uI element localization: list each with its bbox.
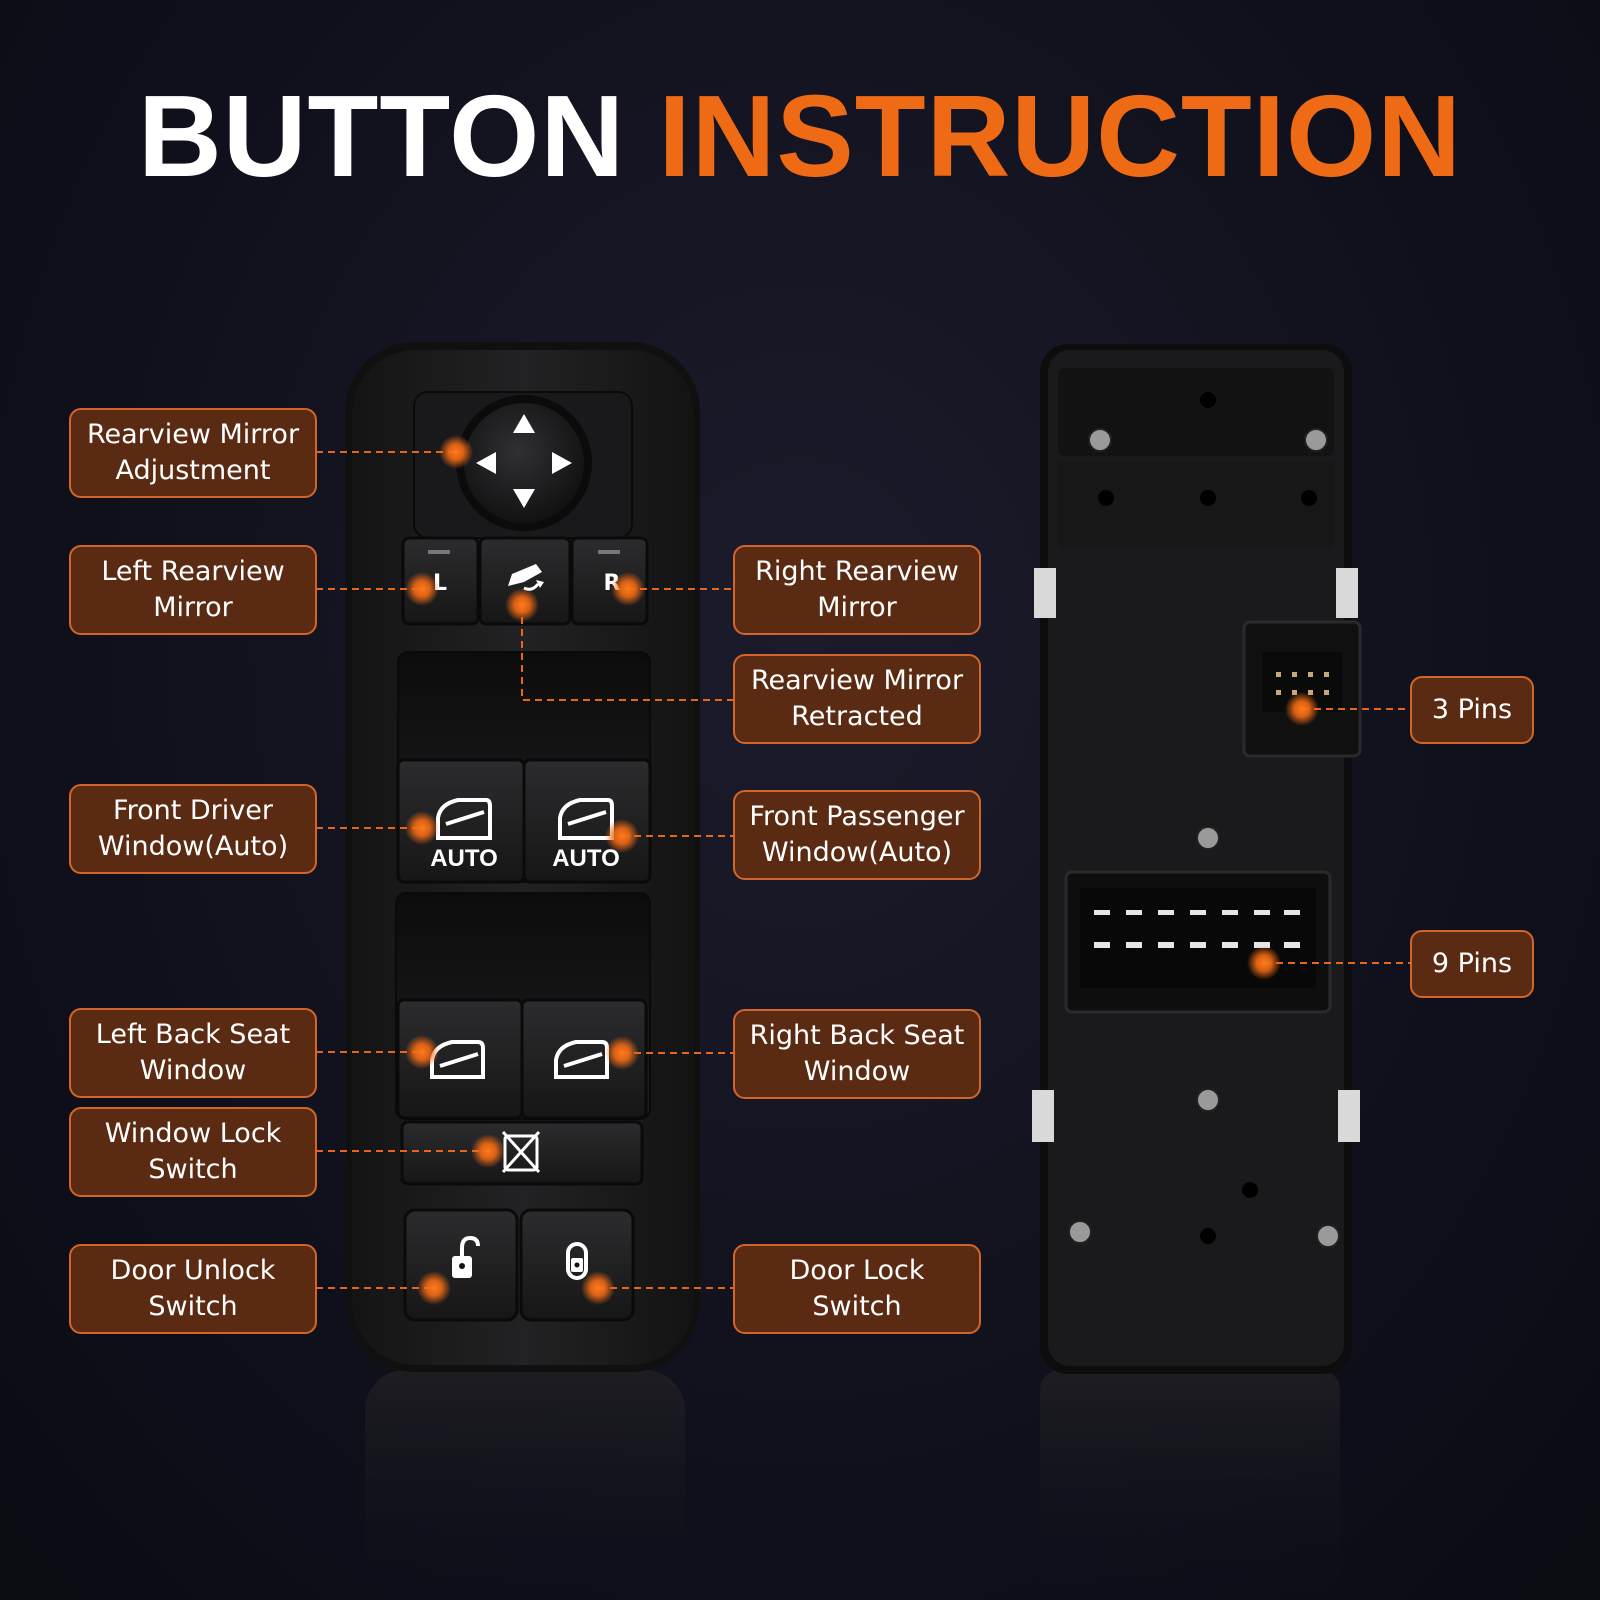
arrow-up-icon — [513, 414, 535, 433]
leader-lines — [316, 451, 1410, 1289]
window-icon — [436, 798, 492, 840]
unlock-icon — [452, 1235, 480, 1278]
page-title: BUTTON INSTRUCTION — [0, 78, 1600, 194]
callout-line: Rearview Mirror — [750, 665, 964, 696]
driver-auto-label: AUTO — [430, 845, 498, 872]
callout-line: Rearview Mirror — [86, 419, 300, 450]
callout-line: Left Back Seat — [95, 1019, 291, 1050]
window-icon — [558, 798, 614, 840]
callout-line: Right Back Seat — [749, 1020, 965, 1051]
dot-door-unlock — [417, 1271, 451, 1305]
dot-door-lock — [581, 1271, 615, 1305]
callout-line: Window(Auto) — [761, 837, 953, 868]
callout-line: Door Lock — [789, 1255, 925, 1286]
dot-three-pins — [1285, 692, 1319, 726]
callout-line: Front Passenger — [749, 801, 965, 832]
callout-line: Window — [803, 1056, 911, 1087]
callout-nine-pins: 9 Pins — [1410, 930, 1534, 998]
callout-line: Mirror — [817, 592, 897, 623]
callout-line: Right Rearview — [755, 556, 959, 587]
dot-front-driver — [405, 811, 439, 845]
dot-right-mirror — [611, 572, 645, 606]
callout-line: Door Unlock — [110, 1255, 276, 1286]
title-part-orange: INSTRUCTION — [658, 71, 1463, 201]
callout-line: Window Lock — [104, 1118, 282, 1149]
callout-line: Front Driver — [113, 795, 273, 826]
back-housing-panel — [1032, 344, 1362, 1374]
dot-nine-pins — [1247, 946, 1281, 980]
indicator-dots — [405, 435, 1319, 1305]
callout-line: Switch — [148, 1291, 238, 1322]
back-panel-reflection — [1040, 1370, 1340, 1600]
callout-line: Adjustment — [115, 455, 271, 486]
passenger-auto-label: AUTO — [552, 845, 620, 872]
lock-icon — [566, 1242, 588, 1280]
callout-line: Switch — [148, 1154, 238, 1185]
dot-left-back — [405, 1035, 439, 1069]
dot-mirror-retract — [505, 588, 539, 622]
callout-line: Window(Auto) — [97, 831, 289, 862]
dot-window-lock — [471, 1134, 505, 1168]
dot-mirror-adjustment — [439, 435, 473, 469]
mirror-adjust-knob[interactable] — [464, 403, 584, 523]
dot-left-mirror — [405, 572, 439, 606]
arrow-right-icon — [552, 452, 572, 474]
front-panel-reflection — [365, 1370, 685, 1600]
front-switch-panel: L R AUTO AUTO — [345, 342, 700, 1372]
callout-line: 9 Pins — [1431, 948, 1513, 979]
arrow-down-icon — [513, 489, 535, 508]
dot-right-back — [605, 1036, 639, 1070]
callout-line: Switch — [812, 1291, 902, 1322]
title-part-white: BUTTON — [137, 71, 626, 201]
callout-line: 3 Pins — [1431, 694, 1513, 725]
arrow-left-icon — [476, 452, 496, 474]
window-lock-icon — [501, 1130, 541, 1174]
callout-line: Retracted — [791, 701, 923, 732]
callout-three-pins: 3 Pins — [1410, 676, 1534, 744]
callout-line: Left Rearview — [101, 556, 285, 587]
callout-line: Mirror — [153, 592, 233, 623]
dot-front-passenger — [605, 819, 639, 853]
callout-line: Window — [139, 1055, 247, 1086]
